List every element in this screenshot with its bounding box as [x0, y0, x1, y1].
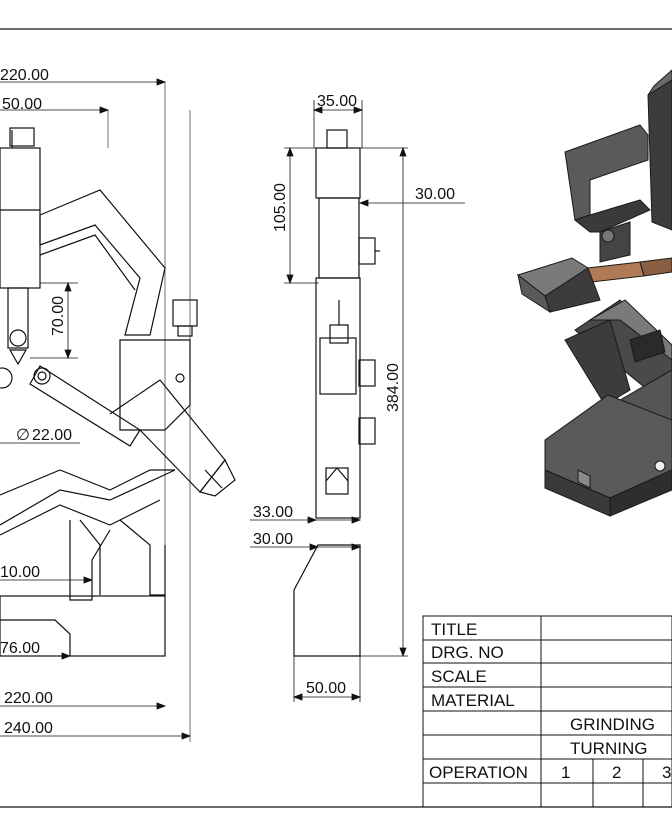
dim-76: 76.00 — [0, 640, 40, 657]
dim-105: 105.00 — [272, 183, 289, 232]
dim-35: 35.00 — [317, 93, 357, 110]
operation-number-3: 3 — [662, 763, 671, 782]
dim-33: 33.00 — [253, 504, 293, 521]
process-grinding: GRINDING — [570, 715, 655, 734]
title-block-labels: TITLE DRG. NO SCALE MATERIAL GRINDING TU… — [429, 620, 671, 782]
dim-240-base: 240.00 — [4, 720, 53, 737]
dim-30-bottom: 30.00 — [253, 531, 293, 548]
side-view-dimensions — [250, 100, 465, 702]
drawing-number-label: DRG. NO — [431, 643, 504, 662]
front-view — [0, 82, 236, 742]
scale-label: SCALE — [431, 667, 487, 686]
operation-number-1: 1 — [561, 763, 570, 782]
dim-220-base: 220.00 — [4, 690, 53, 707]
dim-50-base: 50.00 — [306, 680, 346, 697]
dim-10: 10.00 — [0, 564, 40, 581]
front-view-dimensions — [0, 78, 192, 740]
side-view — [293, 129, 380, 657]
side-view-labels: 35.00 105.00 30.00 384.00 33.00 30.00 50… — [253, 93, 455, 697]
title-label: TITLE — [431, 620, 477, 639]
dim-30-top: 30.00 — [415, 186, 455, 203]
process-turning: TURNING — [570, 739, 647, 758]
dim-50-top: 50.00 — [2, 96, 42, 113]
diameter-symbol: ∅ — [16, 427, 30, 444]
operation-label: OPERATION — [429, 763, 528, 782]
title-block — [422, 615, 672, 808]
dim-220-top: 220.00 — [0, 67, 49, 84]
dim-384: 384.00 — [385, 363, 402, 412]
operation-number-2: 2 — [612, 763, 621, 782]
front-view-labels: 220.00 50.00 70.00 ∅ 22.00 10.00 76.00 2… — [0, 67, 72, 737]
dim-70: 70.00 — [50, 296, 67, 336]
material-label: MATERIAL — [431, 691, 515, 710]
isometric-view — [516, 69, 672, 517]
dim-diameter-22: 22.00 — [32, 427, 72, 444]
